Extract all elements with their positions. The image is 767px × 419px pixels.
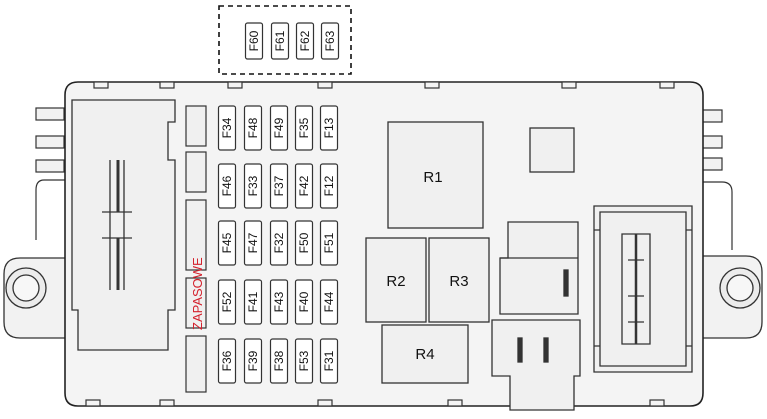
fuse-f41: F41 <box>243 279 263 325</box>
fuse-f34: F34 <box>217 105 237 151</box>
spare-fuse-f61: F61 <box>270 22 290 60</box>
fuse-f40: F40 <box>294 279 314 325</box>
spare-label: ZAPASOWE <box>190 257 205 330</box>
fuse-f47: F47 <box>243 220 263 266</box>
fuse-f45: F45 <box>217 220 237 266</box>
fuse-f52: F52 <box>217 279 237 325</box>
fuse-f38: F38 <box>269 338 289 384</box>
relay-r3: R3 <box>428 237 490 323</box>
fuse-f50: F50 <box>294 220 314 266</box>
fuse-f12: F12 <box>319 163 339 209</box>
fuse-f50-label: F50 <box>297 232 311 253</box>
right-clips <box>699 109 733 250</box>
small-socket <box>529 127 575 173</box>
fuse-f42-label: F42 <box>297 175 311 196</box>
fuse-f43: F43 <box>269 279 289 325</box>
fuse-f36-label: F36 <box>220 350 234 371</box>
fuse-f36: F36 <box>217 338 237 384</box>
left-clips <box>35 107 66 240</box>
fuse-f39: F39 <box>243 338 263 384</box>
fuse-f51-label: F51 <box>322 232 336 253</box>
fuse-f32-label: F32 <box>272 232 286 253</box>
relay-r4: R4 <box>381 324 469 384</box>
spare-fuse-f60: F60 <box>244 22 264 60</box>
relay-r1-label: R1 <box>423 169 442 186</box>
relay-r2-label: R2 <box>386 273 405 290</box>
fuse-f35: F35 <box>294 105 314 151</box>
fuse-f12-label: F12 <box>322 175 336 196</box>
fuse-f31: F31 <box>319 338 339 384</box>
fuse-f33: F33 <box>243 163 263 209</box>
relay-r4-label: R4 <box>415 346 434 363</box>
right-connector <box>593 205 693 373</box>
relay-r1: R1 <box>387 121 484 229</box>
fuse-f47-label: F47 <box>246 232 260 253</box>
spare-fuse-f60-label: F60 <box>247 30 261 51</box>
fuse-f44: F44 <box>319 279 339 325</box>
fuse-f34-label: F34 <box>220 117 234 138</box>
fuse-f53-label: F53 <box>297 350 311 371</box>
fuse-f13: F13 <box>319 105 339 151</box>
left-connector <box>71 99 176 351</box>
fuse-f13-label: F13 <box>322 117 336 138</box>
fuse-f37-label: F37 <box>272 175 286 196</box>
fuse-f40-label: F40 <box>297 291 311 312</box>
fuse-f53: F53 <box>294 338 314 384</box>
spare-fuse-f62-label: F62 <box>298 30 312 51</box>
spare-slot-column <box>185 105 207 393</box>
fuse-f49-label: F49 <box>272 117 286 138</box>
spare-fuse-f62: F62 <box>295 22 315 60</box>
fuse-f38-label: F38 <box>272 350 286 371</box>
fuse-f48-label: F48 <box>246 117 260 138</box>
fuse-f41-label: F41 <box>246 291 260 312</box>
spare-fuse-f63: F63 <box>320 22 340 60</box>
fuse-f45-label: F45 <box>220 232 234 253</box>
fuse-f43-label: F43 <box>272 291 286 312</box>
fuse-f35-label: F35 <box>297 117 311 138</box>
fuse-f46-label: F46 <box>220 175 234 196</box>
fuse-f46: F46 <box>217 163 237 209</box>
top-tabs <box>93 81 675 89</box>
fuse-f48: F48 <box>243 105 263 151</box>
fuse-f49: F49 <box>269 105 289 151</box>
bottom-tabs <box>85 399 665 407</box>
spare-fuse-f61-label: F61 <box>273 30 287 51</box>
fuse-f37: F37 <box>269 163 289 209</box>
relay-r3-label: R3 <box>449 273 468 290</box>
plug-socket-upper <box>499 221 579 315</box>
relay-r2: R2 <box>365 237 427 323</box>
fuse-f32: F32 <box>269 220 289 266</box>
left-mounting-ear <box>3 257 67 339</box>
fuse-f52-label: F52 <box>220 291 234 312</box>
fuse-f31-label: F31 <box>322 350 336 371</box>
spare-fuse-f63-label: F63 <box>323 30 337 51</box>
right-mounting-ear <box>699 255 763 339</box>
plug-socket-lower <box>491 319 581 411</box>
fuse-f33-label: F33 <box>246 175 260 196</box>
fuse-f51: F51 <box>319 220 339 266</box>
fuse-f39-label: F39 <box>246 350 260 371</box>
fuse-f42: F42 <box>294 163 314 209</box>
fuse-f44-label: F44 <box>322 291 336 312</box>
